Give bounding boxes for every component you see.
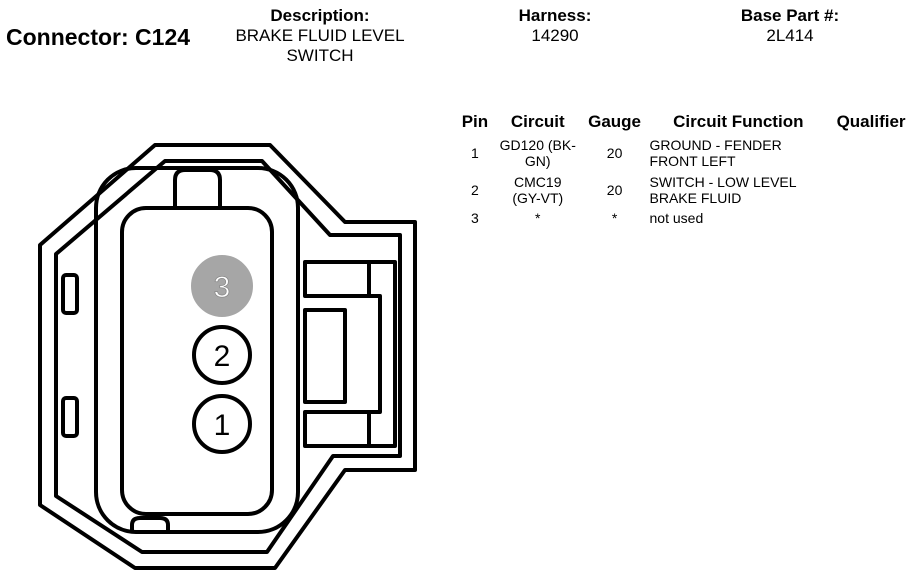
harness-label: Harness: [518,6,592,25]
connector-housing [38,143,417,570]
pin-table: Pin Circuit Gauge Circuit Function Quali… [456,112,913,228]
function-line: FRONT LEFT [649,152,736,169]
bottom-key-notch [130,516,170,530]
lock-tab-lower [303,410,371,448]
circuit-line: GD120 (BK- [499,136,576,153]
lock-tab-body [303,308,347,404]
pin-1-circle [192,394,252,454]
pin-1-cavity: 1 [192,394,252,454]
function-col-header: Circuit Function [673,112,804,131]
description-value-line1: BRAKE FLUID LEVEL [235,26,405,45]
pin-cell: 3 [471,210,479,226]
gauge-col-header: Gauge [588,112,642,131]
description-block: Description: BRAKE FLUID LEVEL SWITCH [214,6,426,66]
pin-cavity-inner [120,206,274,516]
pin-col-header: Pin [461,112,489,131]
function-line: GROUND - FENDER [649,136,782,153]
left-latch-slot-upper [61,273,79,315]
pin-2-cavity: 2 [192,325,252,385]
gauge-cell: 20 [606,181,623,198]
gauge-cell: * [611,210,618,226]
left-latch-slot-lower [61,396,79,438]
circuit-line: (GY-VT) [512,189,564,206]
function-cell: SWITCH - LOW LEVEL BRAKE FLUID [648,171,830,208]
description-label: Description: [270,6,370,25]
lock-tab-upper [303,260,371,298]
housing-outer-outline [38,143,417,570]
circuit-col-header: Circuit [510,112,565,131]
table-row: 2 CMC19 (GY-VT) 20 SWITCH - LOW LEVEL BR… [456,171,913,208]
qualifier-col-header: Qualifier [836,112,906,131]
function-line: BRAKE FLUID [649,189,742,206]
lock-tab-rail [345,294,382,414]
harness-block: Harness: 14290 [490,6,620,46]
base-part-block: Base Part #: 2L414 [720,6,860,46]
circuit-line: GN) [524,152,551,169]
circuit-cell: CMC19 (GY-VT) [494,171,582,208]
harness-value: 14290 [531,26,579,45]
lock-tab-frame [369,260,397,448]
pin-3-cavity: 3 [191,255,253,317]
top-key-notch [173,168,222,210]
pin-2-circle [192,325,252,385]
table-row: 1 GD120 (BK- GN) 20 GROUND - FENDER FRON… [456,134,913,171]
pin-3-label: 3 [214,271,231,304]
circuit-cell: GD120 (BK- GN) [494,134,582,171]
connector-title: Connector: C124 [6,24,191,50]
circuit-line: CMC19 [514,173,562,190]
function-line: SWITCH - LOW LEVEL [649,173,797,190]
base-part-label: Base Part #: [740,6,840,25]
pin-table-header-row: Pin Circuit Gauge Circuit Function Quali… [456,112,913,134]
pin-1-label: 1 [214,409,231,442]
description-value-line2: SWITCH [286,46,354,65]
housing-inner-outline [54,159,402,554]
gauge-cell: 20 [606,144,623,161]
function-cell: GROUND - FENDER FRONT LEFT [648,134,830,171]
circuit-cell: * [535,210,541,226]
base-part-value: 2L414 [766,26,814,45]
pin-cell: 1 [471,144,479,161]
pin-3-circle [191,255,253,317]
pin-2-label: 2 [214,340,231,373]
table-row: 3 * * not used [456,208,913,228]
pin-cell: 2 [471,181,479,198]
function-cell: not used [649,210,704,226]
